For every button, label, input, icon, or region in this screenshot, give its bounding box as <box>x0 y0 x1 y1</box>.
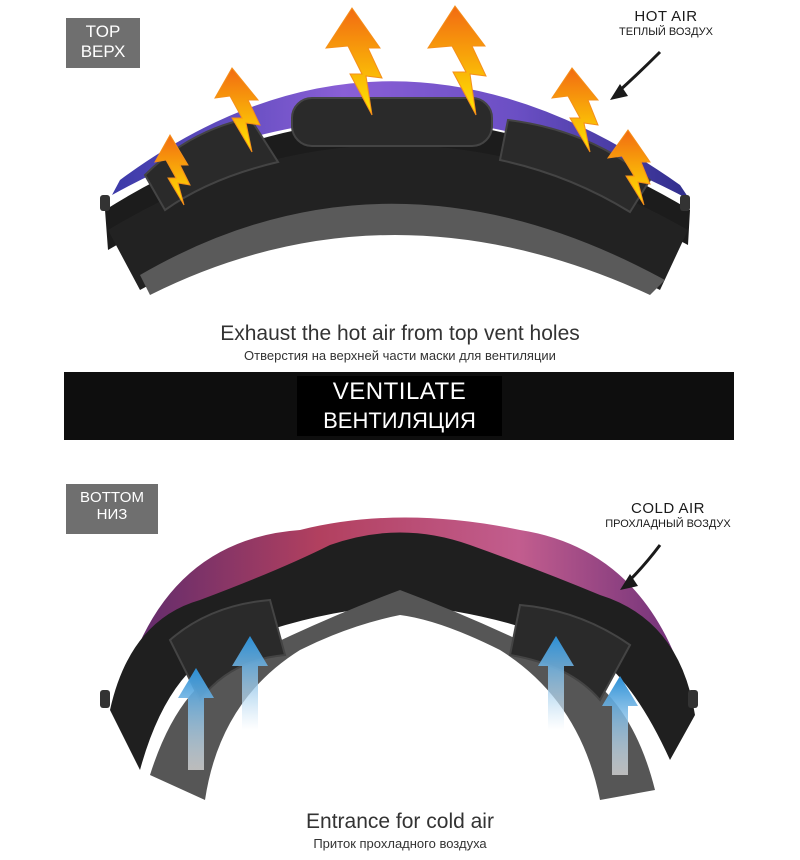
hot-air-arrow <box>154 134 191 206</box>
cold-air-arrow <box>538 636 574 730</box>
bottom-caption-ru: Приток прохладного воздуха <box>313 836 487 851</box>
ventilate-title-ru: ВЕНТИЛЯЦИЯ <box>323 408 476 433</box>
top-vent <box>291 97 493 147</box>
top-caption-ru: Отверстия на верхней части маски для вен… <box>244 348 556 363</box>
hot-air-arrow <box>550 67 600 153</box>
hot-air-arrow <box>427 5 487 116</box>
top-lens <box>112 81 690 200</box>
bottom-caption: Entrance for cold air Приток прохладного… <box>0 810 800 851</box>
bottom-tag: BOTTOM НИЗ <box>66 484 158 534</box>
top-goggle <box>100 5 690 295</box>
hot-air-arrow <box>325 7 383 116</box>
hot-air-pointer-icon <box>616 50 662 94</box>
cold-air-arrow <box>232 636 268 730</box>
hot-air-label: HOT AIR ТЕПЛЫЙ ВОЗДУХ <box>596 8 736 38</box>
hot-air-arrow <box>606 129 651 206</box>
bottom-clip-left <box>100 690 110 708</box>
cold-air-en: COLD AIR <box>630 500 706 517</box>
bottom-tag-ru: НИЗ <box>96 506 128 524</box>
top-caption: Exhaust the hot air from top vent holes … <box>0 322 800 363</box>
top-clip-right <box>680 195 690 211</box>
ventilate-title-en: VENTILATE <box>332 378 467 405</box>
ventilate-banner-title: VENTILATE ВЕНТИЛЯЦИЯ <box>297 376 502 436</box>
cold-air-label: COLD AIR ПРОХЛАДНЫЙ ВОЗДУХ <box>588 500 748 530</box>
cold-air-ru: ПРОХЛАДНЫЙ ВОЗДУХ <box>605 518 731 530</box>
cold-air-arrow <box>178 668 214 770</box>
bottom-tag-en: BOTTOM <box>80 489 144 506</box>
bottom-lens <box>120 517 690 720</box>
top-tag: TOP ВЕРХ <box>66 18 140 68</box>
top-tag-ru: ВЕРХ <box>80 41 126 61</box>
bottom-goggle <box>100 517 698 800</box>
cold-air-pointer-head-icon <box>620 574 638 590</box>
bottom-clip-right <box>688 690 698 708</box>
hot-air-pointer-head-icon <box>610 84 628 100</box>
top-caption-en: Exhaust the hot air from top vent holes <box>220 322 580 345</box>
cold-air-pointer-icon <box>626 544 662 584</box>
hot-air-en: HOT AIR <box>634 8 698 25</box>
hot-air-ru: ТЕПЛЫЙ ВОЗДУХ <box>619 26 713 38</box>
hot-air-arrow <box>214 67 261 153</box>
top-clip-left <box>100 195 110 211</box>
bottom-vent <box>508 603 632 702</box>
top-tag-en: TOP <box>85 22 121 41</box>
cold-air-arrow <box>602 676 638 775</box>
bottom-frame <box>110 532 695 770</box>
top-foam <box>140 203 665 295</box>
bottom-caption-en: Entrance for cold air <box>306 810 494 833</box>
